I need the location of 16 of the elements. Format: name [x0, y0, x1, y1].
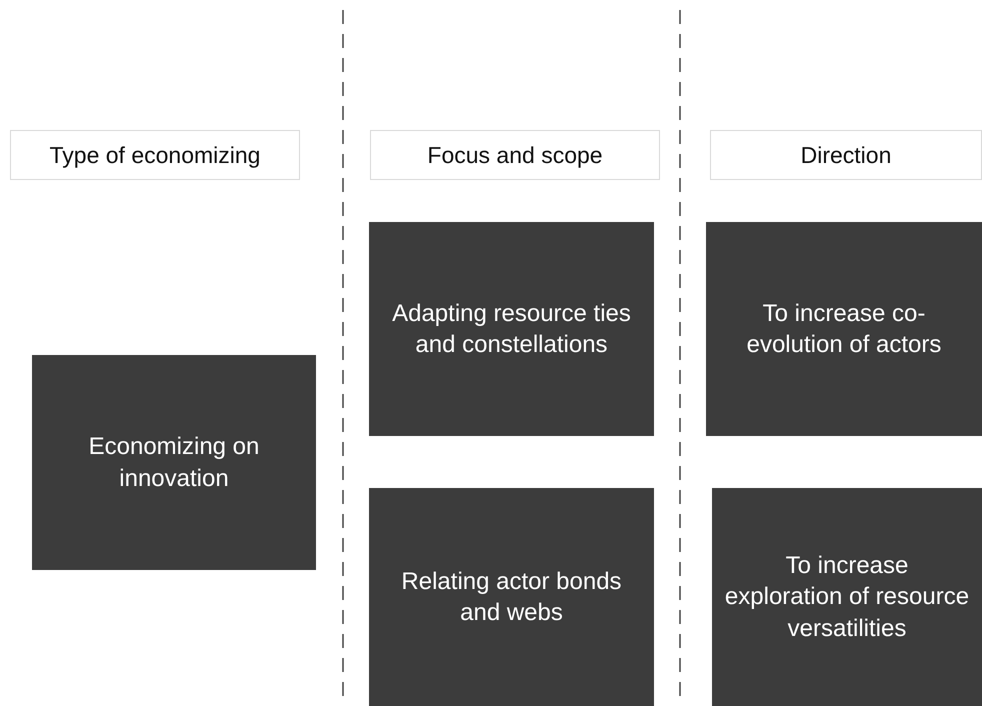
box-label: Focus and scope [427, 142, 603, 168]
category-box [32, 355, 316, 570]
box-label: Direction [800, 142, 892, 168]
box-label: To increase co-evolution of actors [746, 298, 942, 360]
category-box [369, 488, 654, 706]
box-label: Type of economizing [50, 142, 260, 168]
column-header [370, 130, 660, 180]
category-box [369, 222, 654, 436]
column-header [710, 130, 982, 180]
category-box [706, 222, 982, 436]
category-box [712, 488, 982, 706]
box-label: Economizing on innovation [88, 432, 260, 494]
box-label: To increase exploration of resource versatilities [724, 551, 970, 644]
column-header [10, 130, 300, 180]
box-label: Adapting resource ties and constellations [391, 298, 632, 360]
box-label: Relating actor bonds and webs [400, 566, 623, 628]
